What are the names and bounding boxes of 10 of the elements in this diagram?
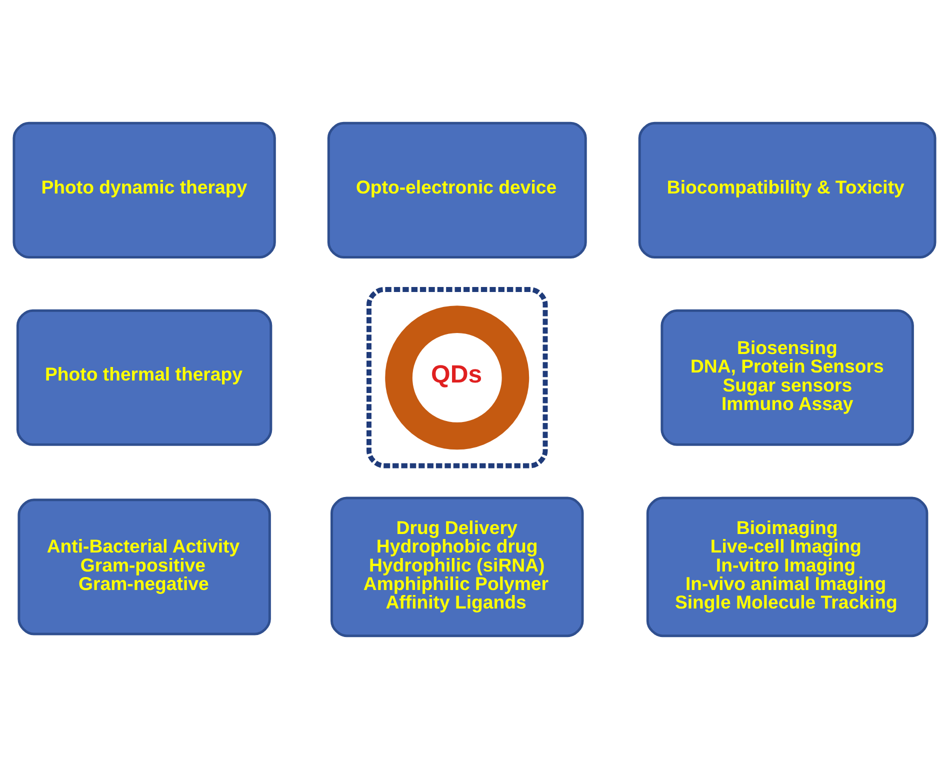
node-box: Drug Delivery Hydrophobic drug Hydrophilic (siRNA) Amphiphilic Polymer Affinity Ligands: [330, 496, 584, 637]
node-box: Anti-Bacterial Activity Gram-positive Gram-negative: [17, 498, 270, 635]
node-box: Photo dynamic therapy: [12, 121, 276, 258]
node-box: Biocompatibility & Toxicity: [638, 121, 936, 258]
cluster: [366, 286, 548, 468]
node-box: Bioimaging Live-cell Imaging In-vitro Imaging In-vivo animal Imaging Single Molecule Tracking: [646, 496, 928, 637]
node-box: Photo thermal therapy: [16, 308, 272, 446]
node-circle: QDs: [384, 305, 529, 450]
node-box: Biosensing DNA, Protein Sensors Sugar sensors Immuno Assay: [660, 308, 914, 446]
node-box: Opto-electronic device: [326, 121, 586, 258]
